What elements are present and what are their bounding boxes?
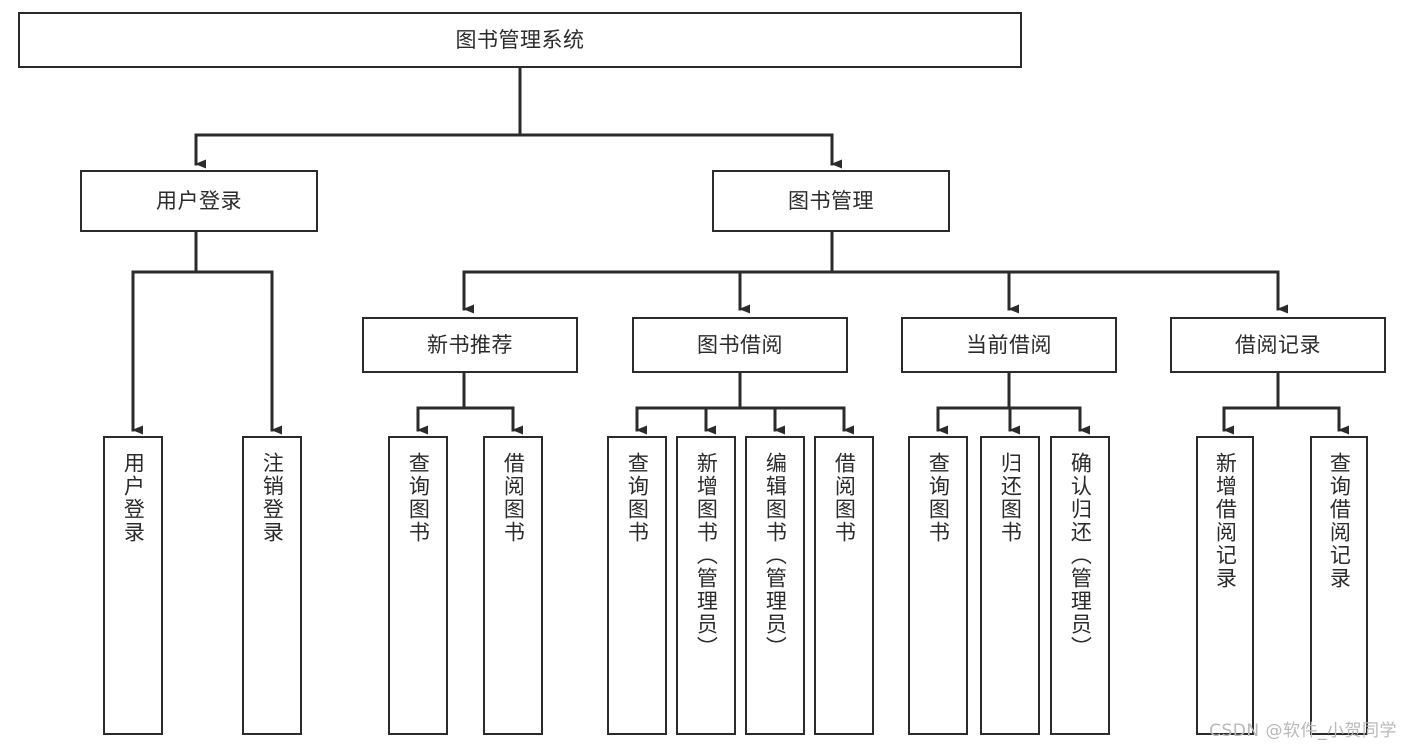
node-leaf-add-borrow-record[interactable]: 新增借阅记录 [1196, 436, 1254, 735]
watermark-text: CSDN @软件_小贺同学 [1209, 721, 1397, 741]
node-label: 借阅图书 [501, 452, 526, 544]
node-label: 图书借阅 [697, 332, 783, 357]
node-leaf-edit-book-admin[interactable]: 编辑图书（管理员） [745, 436, 805, 735]
node-leaf-borrow-book[interactable]: 借阅图书 [814, 436, 874, 735]
node-book-management[interactable]: 图书管理 [712, 170, 950, 232]
node-label: 新增图书（管理员） [694, 452, 719, 659]
node-leaf-return-book[interactable]: 归还图书 [980, 436, 1040, 735]
node-leaf-query-book-recommend[interactable]: 查询图书 [388, 436, 448, 735]
node-label: 确认归还（管理员） [1068, 452, 1093, 659]
node-leaf-logout[interactable]: 注销登录 [242, 436, 302, 735]
node-label: 归还图书 [998, 452, 1023, 544]
node-label: 查询图书 [926, 452, 951, 544]
node-leaf-add-book-admin[interactable]: 新增图书（管理员） [676, 436, 736, 735]
node-label: 注销登录 [260, 452, 285, 544]
node-label: 编辑图书（管理员） [763, 452, 788, 659]
node-label: 查询图书 [625, 452, 650, 544]
node-borrow-record[interactable]: 借阅记录 [1170, 317, 1386, 373]
node-label: 当前借阅 [966, 332, 1052, 357]
node-label: 图书管理 [788, 188, 874, 213]
node-leaf-query-book-borrow[interactable]: 查询图书 [607, 436, 667, 735]
node-new-book-recommend[interactable]: 新书推荐 [362, 317, 578, 373]
node-book-borrow[interactable]: 图书借阅 [632, 317, 848, 373]
node-label: 查询借阅记录 [1327, 452, 1352, 590]
node-leaf-borrow-book-recommend[interactable]: 借阅图书 [483, 436, 543, 735]
node-leaf-query-borrow-record[interactable]: 查询借阅记录 [1310, 436, 1368, 735]
node-label: 新增借阅记录 [1213, 452, 1238, 590]
node-label: 查询图书 [406, 452, 431, 544]
node-label: 图书管理系统 [455, 27, 585, 52]
node-current-borrow[interactable]: 当前借阅 [901, 317, 1117, 373]
node-label: 用户登录 [156, 188, 242, 213]
node-leaf-query-book-current[interactable]: 查询图书 [908, 436, 968, 735]
node-root-book-management-system[interactable]: 图书管理系统 [18, 12, 1022, 68]
node-leaf-user-login[interactable]: 用户登录 [103, 436, 163, 735]
node-label: 用户登录 [121, 452, 146, 544]
node-leaf-confirm-return-admin[interactable]: 确认归还（管理员） [1050, 436, 1110, 735]
node-label: 新书推荐 [427, 332, 513, 357]
node-user-login[interactable]: 用户登录 [80, 170, 318, 232]
node-label: 借阅图书 [832, 452, 857, 544]
node-label: 借阅记录 [1235, 332, 1321, 357]
